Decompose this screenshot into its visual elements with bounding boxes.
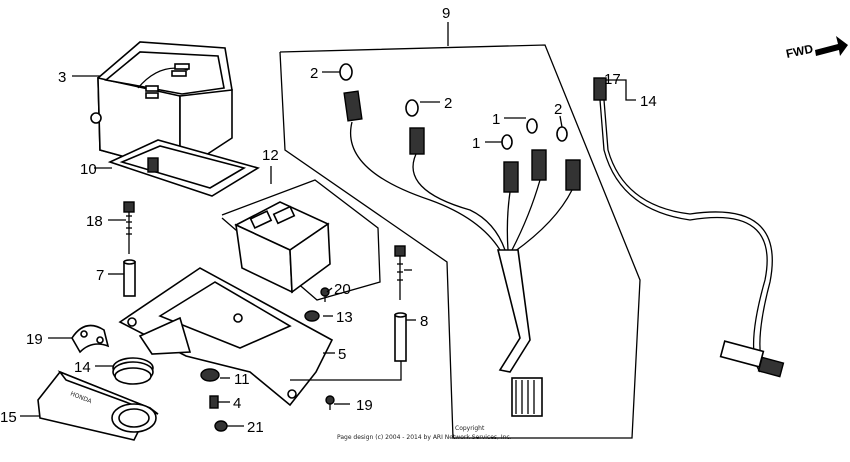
callout-2-first: 2 — [310, 65, 318, 82]
harness-group-outline — [279, 44, 641, 439]
copyright-line-1: Copyright — [455, 425, 485, 432]
callout-1-first: 1 — [492, 111, 500, 128]
gasket — [107, 139, 260, 197]
callout-17: 19 — [26, 331, 43, 348]
callout-16: 18 — [86, 213, 103, 230]
leader-lines — [20, 22, 636, 427]
collar-4 — [209, 395, 219, 409]
nut-11 — [304, 310, 320, 322]
callout-4: 4 — [233, 395, 241, 412]
callout-1-second: 1 — [472, 135, 480, 152]
callout-9: 11 — [234, 371, 250, 388]
bulb-1a — [526, 118, 538, 134]
indicator-group-outline — [221, 179, 381, 301]
screw-19 — [325, 395, 335, 410]
bulb-1b — [501, 134, 513, 150]
screw-18 — [320, 287, 330, 302]
callout-18: 20 — [334, 281, 351, 298]
callout-2-second: 2 — [444, 95, 452, 112]
copyright-line-2: Page design (c) 2004 - 2014 by ARI Netwo… — [337, 434, 512, 441]
meter-cover: HONDA — [37, 370, 159, 441]
fwd-arrow: FWD — [785, 36, 848, 61]
callout-11: 13 — [336, 309, 353, 326]
callout-3: 3 — [58, 69, 66, 86]
bulb-2c — [556, 126, 568, 142]
bolt-21 — [394, 245, 406, 300]
meter-bracket — [118, 267, 334, 407]
callout-7: 9 — [442, 5, 450, 22]
callout-19: 19 — [356, 397, 373, 414]
nut-20 — [214, 420, 228, 432]
grommet-9 — [200, 368, 220, 382]
indicator-housing — [234, 201, 331, 294]
callouts: 9 3 10 12 18 7 19 14 15 20 13 11 4 21 19… — [0, 5, 657, 436]
callout-8: 10 — [80, 161, 97, 178]
callout-12: 14 — [74, 359, 91, 376]
callout-5: 5 — [338, 346, 346, 363]
fwd-label: FWD — [785, 41, 815, 60]
clamp-17 — [71, 324, 110, 354]
speedometer-cable — [593, 77, 785, 378]
callout-14: 14 — [640, 93, 657, 110]
wire-harness — [343, 90, 581, 417]
callout-6-right: 8 — [420, 313, 428, 330]
callout-2-third: 2 — [554, 101, 562, 118]
callout-13: 15 — [0, 409, 17, 426]
bulb-2a — [339, 63, 353, 81]
collar-6-left — [123, 259, 136, 297]
callout-10: 12 — [262, 147, 279, 164]
collar-6-right — [394, 312, 407, 362]
bolt-16 — [123, 201, 135, 254]
callout-15: 17 — [604, 71, 621, 88]
grommet-12 — [112, 357, 154, 385]
callout-6-left: 7 — [96, 267, 104, 284]
bulb-2b — [405, 99, 419, 117]
callout-20: 21 — [247, 419, 264, 436]
